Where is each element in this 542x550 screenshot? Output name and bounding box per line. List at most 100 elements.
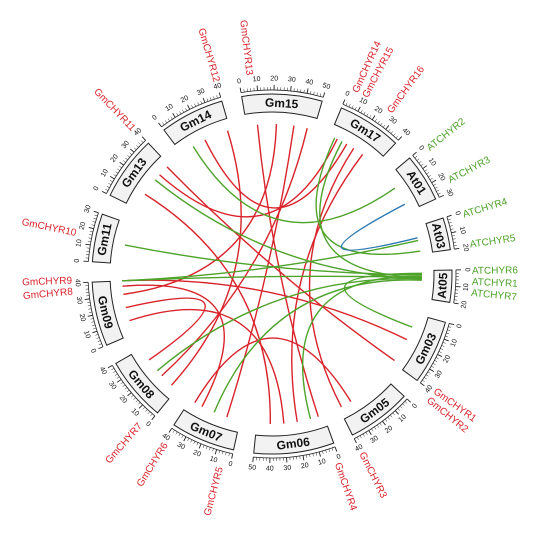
tick-label: 10: [75, 239, 83, 248]
minor-tick: [88, 311, 93, 313]
major-tick: [141, 136, 146, 141]
minor-tick: [181, 434, 184, 438]
major-tick: [318, 451, 321, 457]
tick-label: 0: [237, 78, 242, 86]
gene-label-atchyr6: ATCHYR6: [472, 265, 519, 277]
major-tick: [202, 97, 206, 103]
major-tick: [88, 227, 94, 230]
chromosome-label: At03: [429, 221, 449, 250]
minor-tick: [191, 105, 193, 109]
tick-label: 0: [453, 210, 461, 216]
major-tick: [187, 104, 191, 110]
minor-tick: [322, 450, 324, 454]
minor-tick: [363, 111, 366, 115]
tick-label: 10: [100, 168, 110, 178]
minor-tick: [390, 414, 393, 418]
synteny-link: [170, 130, 242, 386]
minor-tick: [450, 228, 454, 230]
minor-tick: [448, 222, 452, 224]
minor-tick: [196, 442, 199, 446]
minor-tick: [303, 89, 305, 93]
minor-tick: [390, 131, 394, 134]
minor-tick: [440, 348, 444, 350]
minor-tick: [345, 102, 348, 106]
synteny-link: [156, 277, 422, 372]
tick-label: 10: [463, 283, 471, 291]
tick-label: 30: [387, 116, 398, 126]
minor-tick: [429, 177, 433, 180]
minor-tick: [90, 318, 94, 320]
tick-label: 0: [336, 453, 342, 461]
tick-label: 20: [270, 75, 278, 82]
tick-label: 20: [443, 354, 453, 364]
major-tick: [412, 151, 417, 156]
minor-tick: [416, 158, 420, 161]
minor-tick: [306, 454, 308, 458]
tick-label: 20: [300, 462, 309, 470]
tick-label: 40: [213, 82, 223, 91]
synteny-link: [315, 137, 421, 255]
major-tick: [443, 338, 449, 342]
minor-tick: [91, 224, 95, 226]
minor-tick: [87, 240, 91, 242]
minor-tick: [111, 368, 115, 371]
tick-label: 0: [344, 90, 350, 98]
minor-tick: [447, 218, 451, 221]
gene-label-gmchyr16: GmCHYR16: [385, 64, 427, 116]
gene-label-gmchyr3: GmCHYR3: [356, 450, 388, 500]
tick-label: 20: [79, 221, 88, 230]
scale-axis: [88, 212, 99, 262]
chromosome-box: [401, 316, 447, 382]
tick-label: 20: [460, 300, 468, 309]
minor-tick: [366, 113, 369, 117]
major-tick: [446, 214, 452, 218]
major-tick: [214, 449, 218, 455]
tick-label: 40: [266, 465, 274, 472]
major-tick: [116, 379, 122, 383]
major-tick: [394, 410, 399, 415]
minor-tick: [316, 92, 318, 96]
major-tick: [231, 453, 234, 459]
minor-tick: [420, 163, 424, 167]
minor-tick: [167, 118, 170, 122]
minor-tick: [437, 192, 441, 195]
chromosome-label: Gm11: [94, 222, 114, 257]
minor-tick: [113, 174, 117, 177]
major-tick: [158, 122, 162, 128]
minor-tick: [397, 408, 400, 411]
major-tick: [218, 92, 222, 98]
tick-label: 20: [373, 105, 383, 115]
major-tick: [406, 398, 412, 403]
synteny-link: [122, 279, 408, 341]
tick-label: 20: [461, 243, 469, 252]
minor-tick: [225, 452, 227, 456]
tick-label: 40: [424, 384, 434, 395]
gene-label-gmchyr13: GmCHYR13: [237, 19, 254, 76]
minor-tick: [127, 155, 130, 158]
minor-tick: [388, 128, 391, 132]
minor-tick: [88, 237, 92, 239]
minor-tick: [197, 102, 200, 106]
tick-label: 30: [196, 88, 206, 97]
chromosome-box: [395, 157, 437, 208]
minor-tick: [392, 412, 395, 416]
minor-tick: [117, 168, 120, 171]
major-tick: [85, 243, 91, 246]
major-tick: [302, 455, 305, 461]
minor-tick: [93, 327, 97, 330]
major-tick: [130, 148, 135, 153]
synteny-link: [340, 203, 418, 251]
minor-tick: [133, 147, 137, 150]
synteny-link: [226, 125, 295, 418]
minor-tick: [124, 387, 128, 390]
synteny-link: [144, 193, 271, 424]
tick-label: 20: [180, 95, 190, 105]
gene-label-atchyr7: ATCHYR7: [471, 288, 518, 303]
minor-tick: [451, 235, 456, 237]
minor-tick: [441, 345, 445, 347]
minor-tick: [382, 124, 386, 128]
minor-tick: [434, 186, 438, 189]
